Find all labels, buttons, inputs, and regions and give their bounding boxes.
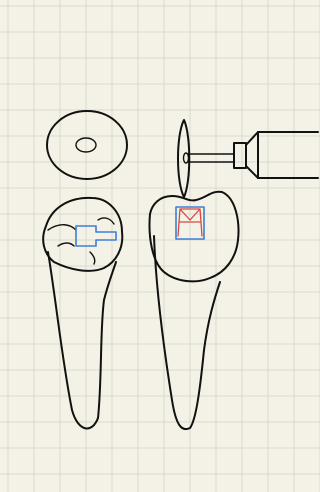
disc-side-view-with-handpiece	[178, 120, 318, 197]
tooth-occlusal-outline	[43, 198, 122, 429]
disc-top-view	[47, 111, 127, 179]
tooth-proximal-outline	[150, 192, 239, 429]
cavity-blue-outline	[76, 226, 116, 246]
